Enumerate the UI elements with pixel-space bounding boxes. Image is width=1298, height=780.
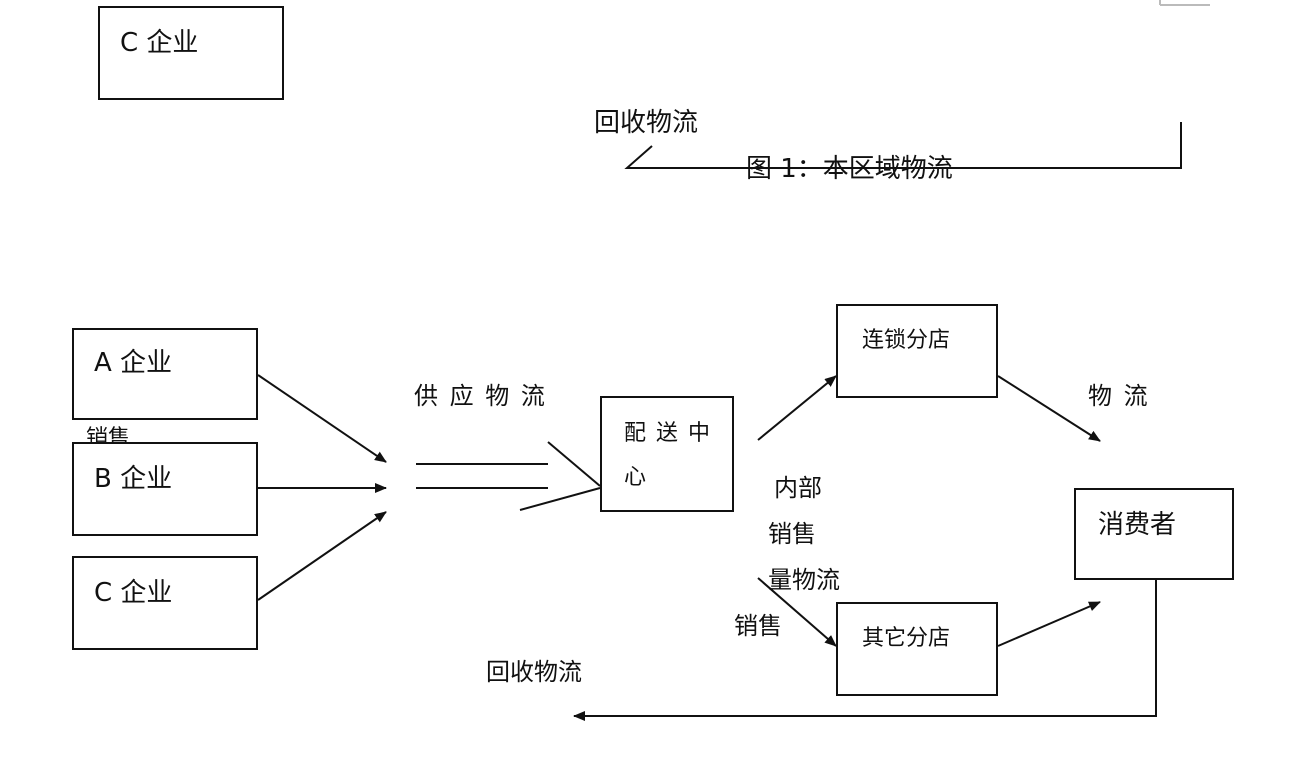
internal-sales-line-3: 量物流 <box>768 566 840 594</box>
internal-sales-line-2: 销售 <box>768 520 816 548</box>
arrow-c-to-supply <box>257 511 387 601</box>
chain-store-label: 连锁分店 <box>862 328 951 353</box>
company-b-box: B 企业 <box>72 442 258 536</box>
company-b-label: B 企业 <box>94 464 173 494</box>
arrow-other-to-consumer <box>997 601 1101 647</box>
consumer-box: 消费者 <box>1074 488 1234 580</box>
other-store-box: 其它分店 <box>836 602 998 696</box>
logistics-label: 物 流 <box>1088 382 1150 410</box>
other-store-label: 其它分店 <box>862 626 951 651</box>
top-c-company-box: C 企业 <box>98 6 284 100</box>
arrow-center-to-chain <box>757 375 837 441</box>
company-a-box: A 企业 <box>72 328 258 420</box>
sales-fragment: 销售 <box>86 426 131 447</box>
arrow-chain-to-consumer <box>997 375 1101 442</box>
supply-flow-label: 供 应 物 流 <box>414 382 547 410</box>
company-a-label: A 企业 <box>94 348 173 378</box>
supply-line-diag-lower <box>519 487 601 511</box>
sales-label: 销售 <box>734 612 782 640</box>
company-c-box: C 企业 <box>72 556 258 650</box>
consumer-label: 消费者 <box>1098 510 1177 540</box>
supply-line-diag-upper <box>547 441 601 487</box>
figure-caption: 图 1：本区域物流 <box>746 154 953 184</box>
internal-sales-line-1: 内部 <box>774 474 822 502</box>
chain-store-box: 连锁分店 <box>836 304 998 398</box>
top-c-company-label: C 企业 <box>120 28 199 58</box>
arrow-a-to-supply <box>257 374 387 463</box>
recycle-flow-label: 回收物流 <box>486 658 582 686</box>
top-recycle-line <box>624 122 1182 169</box>
distribution-center-box: 配送中心 <box>600 396 734 512</box>
distribution-center-label: 配送中心 <box>624 421 721 490</box>
arrow-consumer-recycle <box>573 580 1157 721</box>
top-recycle-label: 回收物流 <box>594 108 699 138</box>
company-c-label: C 企业 <box>94 578 173 608</box>
arrow-center-to-other <box>757 577 837 647</box>
